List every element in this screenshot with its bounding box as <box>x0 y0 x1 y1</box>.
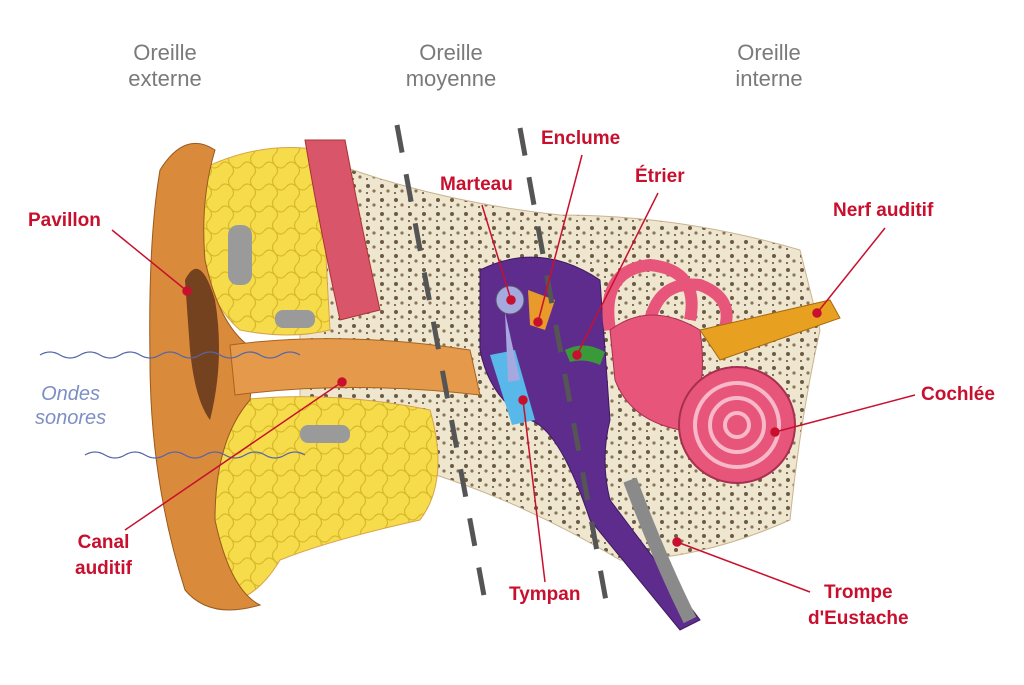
label-cochlee: Cochlée <box>921 384 995 405</box>
region-label-middle: Oreille moyenne <box>371 40 531 92</box>
auditory-nerve <box>699 299 841 361</box>
ondes-line2: sonores <box>35 407 107 429</box>
region-dividers <box>394 124 611 613</box>
semicircular-canals <box>602 258 733 343</box>
label-ondes-sonores: Ondes sonores <box>35 382 106 430</box>
region-external-line2: externe <box>128 66 202 91</box>
region-middle-line1: Oreille <box>419 40 483 65</box>
label-enclume: Enclume <box>541 128 621 149</box>
label-nerf-auditif: Nerf auditif <box>833 200 934 221</box>
region-label-external: Oreille externe <box>85 40 245 92</box>
label-etrier: Étrier <box>635 166 685 187</box>
ondes-line1: Ondes <box>41 383 101 405</box>
trompe-line1: Trompe <box>823 582 893 603</box>
canal-line1: Canal <box>77 532 130 553</box>
label-marteau: Marteau <box>440 174 513 195</box>
region-external-line1: Oreille <box>133 40 197 65</box>
region-inner-line2: interne <box>735 66 803 91</box>
label-tympan: Tympan <box>509 584 581 605</box>
trompe-line2: d'Eustache <box>808 608 909 629</box>
region-middle-line2: moyenne <box>405 66 497 91</box>
leader-lines <box>111 154 916 593</box>
stapes <box>565 345 605 365</box>
ear-canal <box>229 338 481 396</box>
muscle <box>304 139 381 321</box>
label-pavillon: Pavillon <box>28 210 101 231</box>
canal-line2: auditif <box>75 558 132 579</box>
label-trompe-eustache: Trompe d'Eustache <box>808 580 909 632</box>
sound-waves <box>39 351 306 459</box>
region-inner-line1: Oreille <box>737 40 801 65</box>
cochlea <box>678 366 796 484</box>
label-canal-auditif: Canal auditif <box>75 530 132 582</box>
region-label-inner: Oreille interne <box>689 40 849 92</box>
